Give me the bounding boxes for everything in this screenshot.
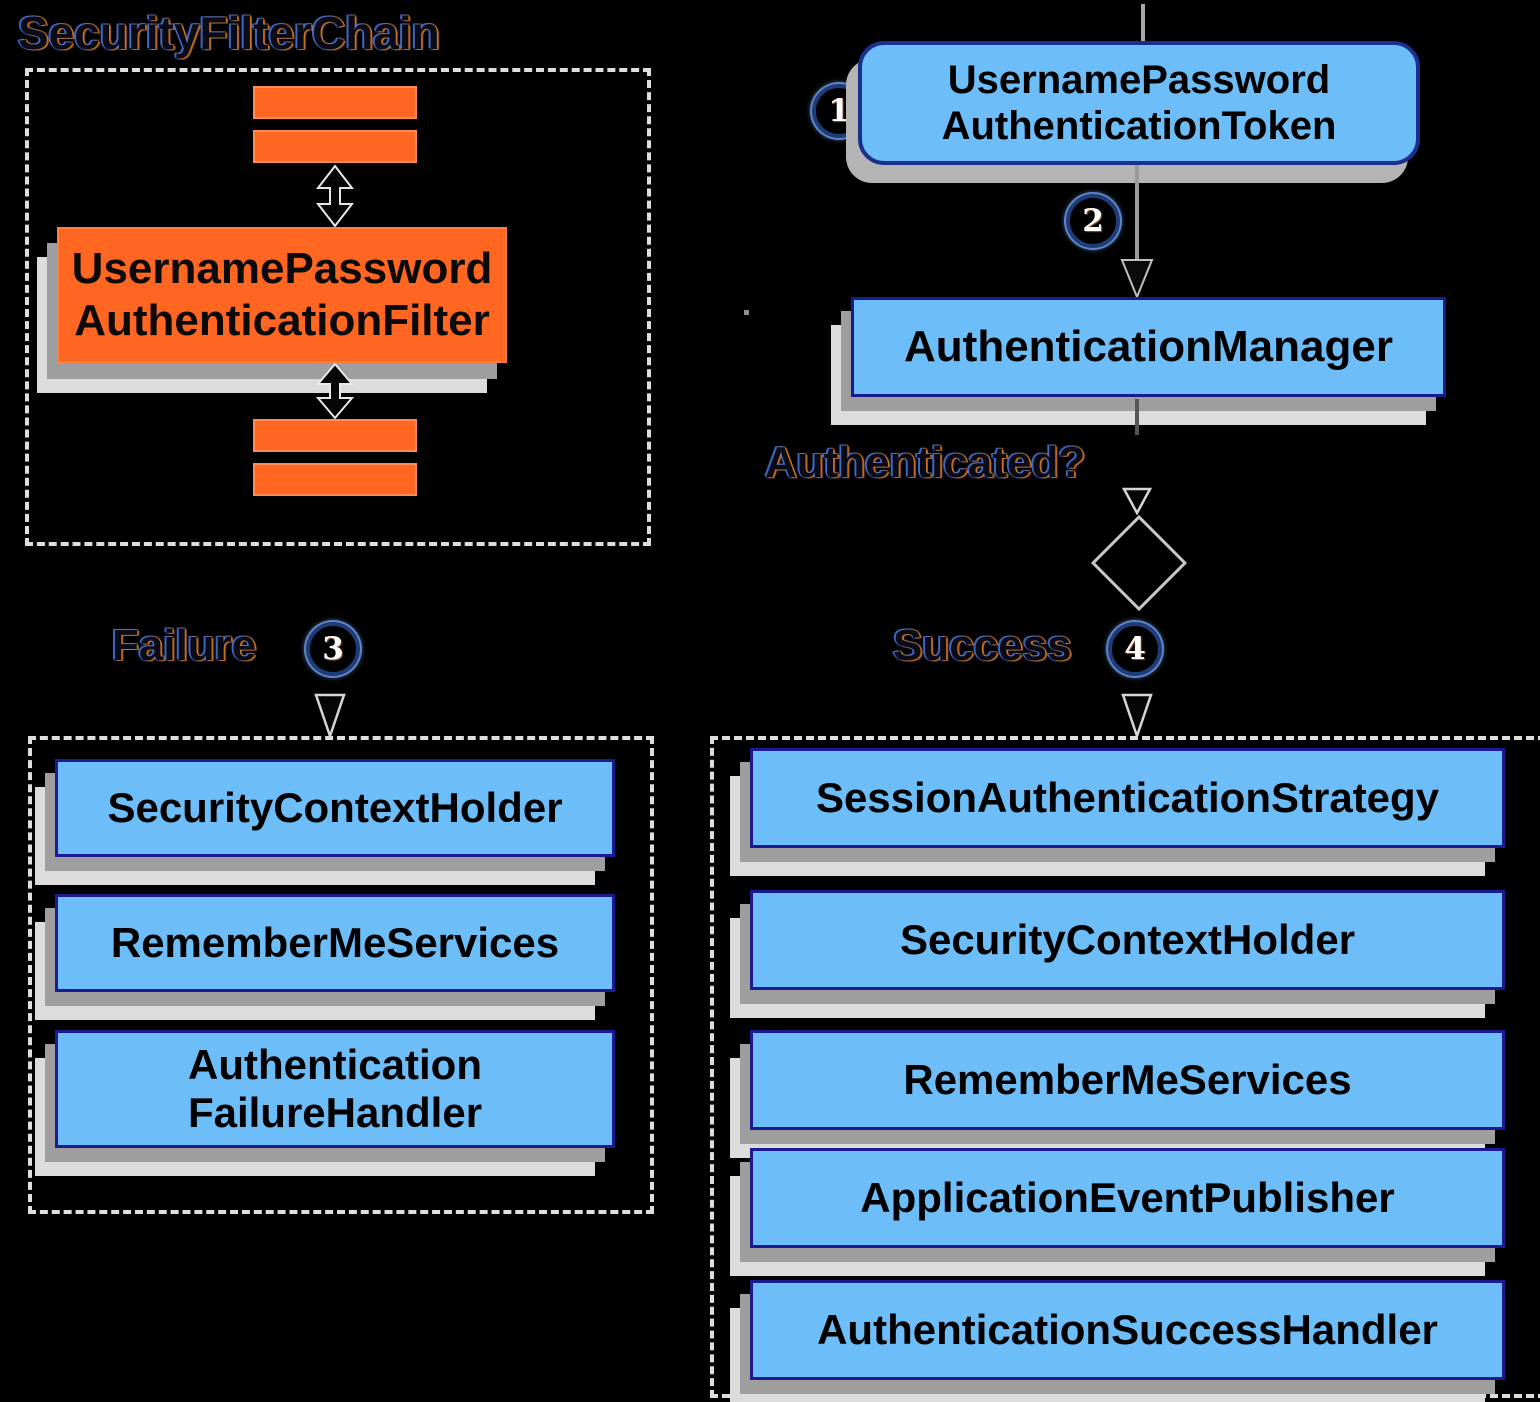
- step-3-badge: 3: [306, 622, 360, 676]
- security-context-holder-box: SecurityContextHolder: [750, 890, 1505, 990]
- security-filter-chain-group-box: [25, 68, 651, 546]
- security-filter-chain-title: SecurityFilterChain: [18, 7, 440, 59]
- filter-box-line2: AuthenticationFilter: [74, 296, 490, 345]
- authentication-success-handler-box: AuthenticationSuccessHandler: [750, 1280, 1505, 1380]
- authentication-failure-handler-box: Authentication FailureHandler: [55, 1030, 615, 1148]
- filter-placeholder-bar: [253, 130, 417, 163]
- authenticated-question-label: Authenticated?: [765, 438, 1086, 487]
- security-context-holder-box: SecurityContextHolder: [55, 759, 615, 857]
- success-group-box: [710, 736, 1540, 1398]
- step-1-badge: 1: [812, 84, 866, 138]
- remember-me-services-box: RememberMeServices: [55, 894, 615, 992]
- failure-handler-line2: FailureHandler: [187, 1089, 483, 1136]
- step-4-badge: 4: [1108, 622, 1162, 676]
- failure-arrowhead-icon: [314, 693, 346, 738]
- application-event-publisher-box: ApplicationEventPublisher: [750, 1148, 1505, 1248]
- manager-output-line: [1135, 399, 1139, 435]
- filter-box-line1: UsernamePassword: [71, 244, 493, 294]
- remember-me-services-box: RememberMeServices: [750, 1030, 1505, 1130]
- success-arrowhead-icon: [1121, 693, 1153, 738]
- bidirectional-arrow-icon: [315, 362, 355, 420]
- flow-arrow-down-icon: [1120, 165, 1154, 299]
- username-password-authentication-token-box: UsernamePassword AuthenticationToken: [858, 41, 1420, 165]
- decision-diamond: [1090, 514, 1188, 612]
- session-authentication-strategy-box: SessionAuthenticationStrategy: [750, 748, 1505, 848]
- success-label: Success: [893, 621, 1072, 670]
- step-2-badge: 2: [1066, 194, 1120, 248]
- filter-placeholder-bar: [253, 419, 417, 452]
- decision-arrowhead-icon: [1121, 487, 1153, 515]
- token-box-line1: UsernamePassword: [947, 58, 1331, 102]
- filter-placeholder-bar: [253, 86, 417, 119]
- failure-label: Failure: [112, 621, 257, 670]
- token-box-line2: AuthenticationToken: [941, 104, 1337, 148]
- failure-handler-line1: Authentication: [188, 1040, 482, 1088]
- failure-group-box: [28, 736, 654, 1214]
- filter-placeholder-bar: [253, 463, 417, 496]
- authentication-manager-box: AuthenticationManager: [851, 297, 1446, 397]
- incoming-request-line: [1141, 4, 1145, 42]
- bidirectional-arrow-icon: [315, 164, 355, 228]
- stray-pixel-artifact: [744, 310, 749, 315]
- username-password-authentication-filter-box: UsernamePassword AuthenticationFilter: [57, 227, 507, 363]
